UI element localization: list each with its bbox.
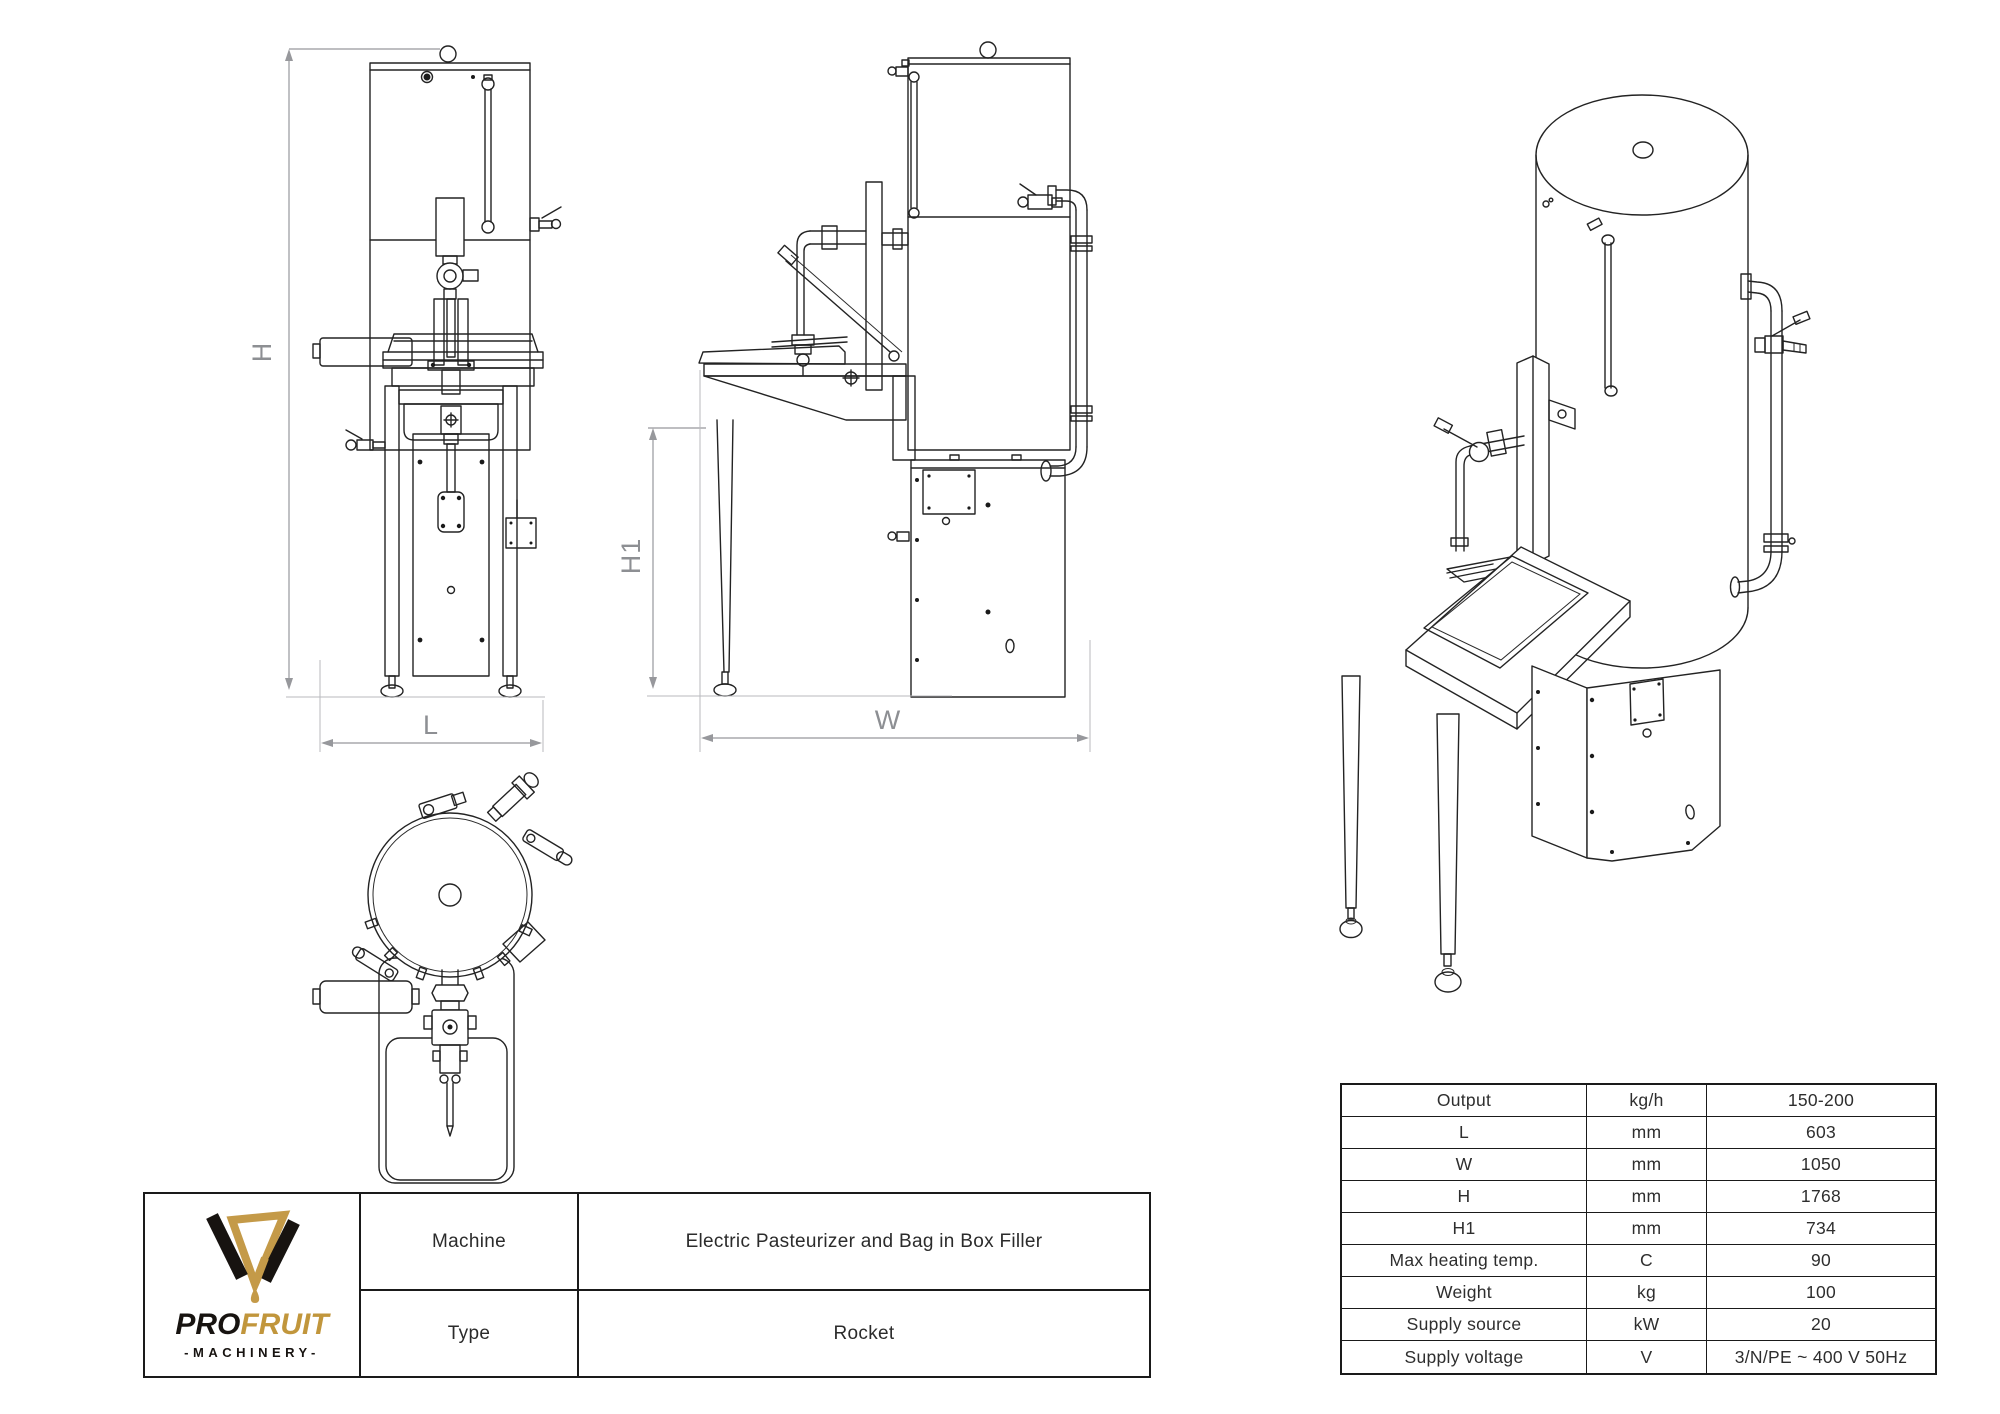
spec-value: 1050 [1707,1149,1935,1181]
spec-value: 100 [1707,1277,1935,1309]
dimension-l: L [319,660,544,752]
spec-unit: kg [1587,1277,1707,1309]
spec-parameter: Supply voltage [1342,1341,1587,1373]
profruit-emblem-icon [206,1210,300,1303]
table-side [698,336,916,697]
outlet-valve [1017,183,1063,210]
filler-top [423,969,477,1137]
iso-filler [1433,355,1576,583]
brand-fruit: FRUIT [240,1308,329,1341]
spec-unit: kg/h [1587,1085,1707,1117]
iso-table [1405,546,1631,730]
spec-parameter: L [1342,1117,1587,1149]
spec-value: 20 [1707,1309,1935,1341]
iso-legs [1339,675,1462,993]
front-view: H L [247,45,562,752]
spec-parameter: H1 [1342,1213,1587,1245]
title-row-label: Type [361,1291,579,1376]
dimension-h1: H1 [616,427,952,697]
filler-side [777,181,909,391]
spec-unit: C [1587,1245,1707,1277]
iso-view [1339,94,1811,993]
shelf-top [319,980,413,1014]
title-row-value: Electric Pasteurizer and Bag in Box Fill… [579,1194,1149,1291]
lid-clamp [418,791,467,820]
dim-label-l: L [423,710,439,740]
spec-unit: V [1587,1341,1707,1373]
spec-unit: mm [1587,1149,1707,1181]
table-tray [312,333,544,387]
profruit-logo: PROFRUIT -MACHINERY- [145,1194,361,1376]
lid-knob [439,45,457,63]
title-row-label: Machine [361,1194,579,1291]
title-block: PROFRUIT -MACHINERY- Machine Electric Pa… [143,1192,1151,1378]
spec-parameter: Weight [1342,1277,1587,1309]
corner-tab [502,921,546,963]
iso-return-pipe [1729,273,1811,598]
spec-value: 1768 [1707,1181,1935,1213]
spec-parameter: H [1342,1181,1587,1213]
spec-table: Output kg/h 150-200 L mm 603 W mm 1050 H… [1340,1083,1937,1375]
frame-legs [345,385,537,698]
brand-machinery: -MACHINERY- [184,1345,320,1360]
drain-valve [529,206,562,232]
lid-knob-side [979,41,997,59]
spec-unit: mm [1587,1213,1707,1245]
spec-value: 150-200 [1707,1085,1935,1117]
spec-value: 3/N/PE ~ 400 V 50Hz [1734,1346,1908,1367]
spec-parameter: Max heating temp. [1342,1245,1587,1277]
spec-unit: mm [1587,1181,1707,1213]
spec-parameter: Output [1342,1085,1587,1117]
spec-unit: kW [1587,1309,1707,1341]
brand-wordmark: PROFRUIT [175,1310,328,1340]
title-row-value: Rocket [833,1322,895,1344]
return-pipe [1040,185,1093,482]
top-view [312,772,573,1184]
filler-mechanism [427,197,479,395]
brand-pro: PRO [175,1308,241,1341]
dimension-h: H [247,48,545,698]
spec-parameter: Supply source [1342,1309,1587,1341]
level-indicator [481,74,495,234]
spec-unit: mm [1587,1117,1707,1149]
top-valve [486,772,539,822]
electrical-cabinet [887,454,1066,698]
iso-cabinet [1531,665,1721,862]
dim-label-w: W [875,705,901,735]
dim-label-h1: H1 [616,538,646,575]
spec-value: 603 [1707,1117,1935,1149]
dim-label-h: H [247,342,277,363]
side-view: H1 W [616,41,1093,752]
dimension-w: W [699,370,1091,752]
spec-value: 734 [1707,1213,1935,1245]
toggle-clamp-left [351,946,399,982]
spec-parameter: W [1342,1149,1587,1181]
spec-value: 90 [1707,1245,1935,1277]
toggle-clamp-right [522,829,573,866]
